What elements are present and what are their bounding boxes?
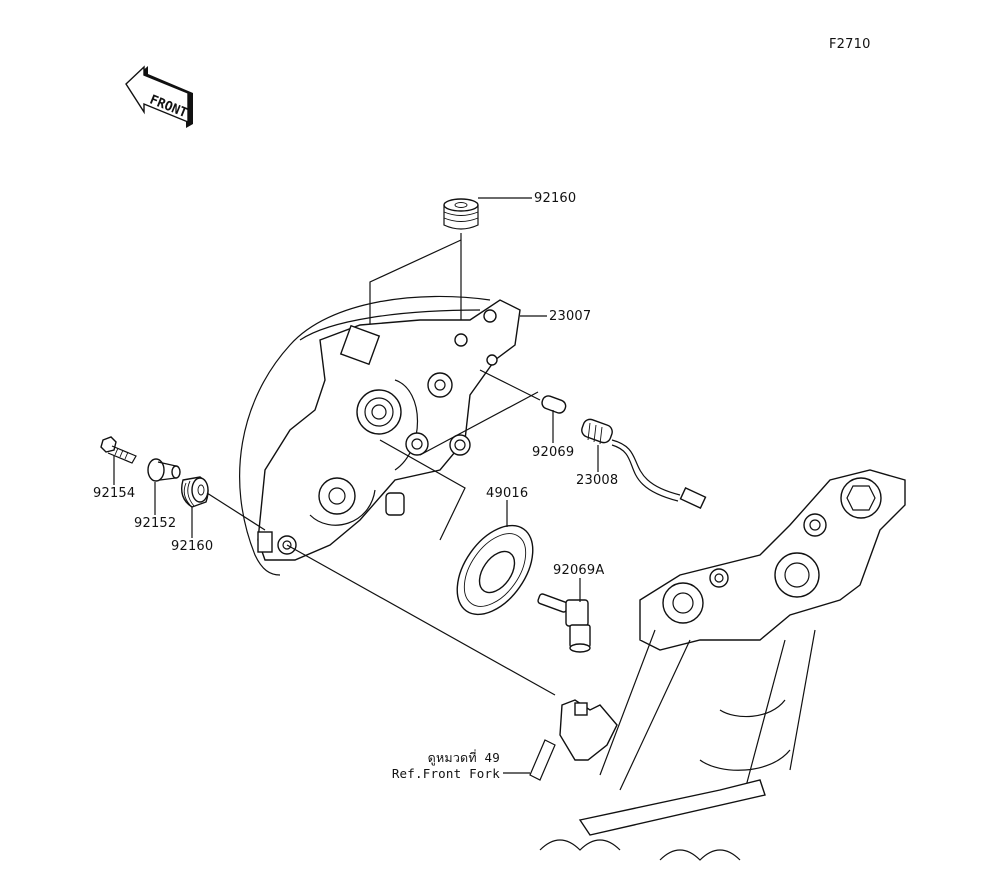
grommet-left-drawing bbox=[180, 476, 209, 508]
part-label-92069[interactable]: 92069 bbox=[532, 445, 575, 460]
reference-english: Ref.Front Fork bbox=[391, 765, 500, 781]
reference-thai: ดูหมวดที่ 49 bbox=[427, 750, 500, 765]
part-label-92069A[interactable]: 92069A bbox=[553, 563, 605, 578]
bulb-seal-drawing bbox=[456, 524, 534, 616]
bolt-drawing bbox=[100, 436, 137, 464]
collar-drawing bbox=[147, 458, 181, 482]
part-label-92160-top[interactable]: 92160 bbox=[534, 191, 577, 206]
leader-to-fork-bracket bbox=[286, 544, 556, 696]
grommet-top-drawing bbox=[443, 198, 479, 230]
headlight-bracket-drawing bbox=[529, 699, 618, 781]
position-bulb-drawing bbox=[541, 395, 567, 414]
headlight-bulb-drawing bbox=[537, 593, 591, 653]
front-fork-drawing bbox=[539, 469, 906, 861]
part-label-23007[interactable]: 23007 bbox=[549, 309, 592, 324]
leader-grommet-to-housing-left bbox=[206, 492, 266, 531]
part-label-23008[interactable]: 23008 bbox=[576, 473, 619, 488]
leader-92069-path2 bbox=[419, 391, 539, 456]
figure-code: F2710 bbox=[829, 37, 871, 52]
leader-49016-path bbox=[379, 439, 466, 541]
part-label-92152[interactable]: 92152 bbox=[134, 516, 177, 531]
front-arrow-icon: FRONT bbox=[125, 65, 193, 128]
part-label-49016[interactable]: 49016 bbox=[486, 486, 529, 501]
headlight-housing-drawing bbox=[239, 295, 521, 576]
part-label-92154[interactable]: 92154 bbox=[93, 486, 136, 501]
socket-drawing bbox=[581, 418, 707, 510]
reference-note[interactable]: ดูหมวดที่ 49 Ref.Front Fork bbox=[380, 750, 500, 781]
part-label-92160-left[interactable]: 92160 bbox=[171, 539, 214, 554]
leader-92069-path bbox=[479, 369, 541, 401]
